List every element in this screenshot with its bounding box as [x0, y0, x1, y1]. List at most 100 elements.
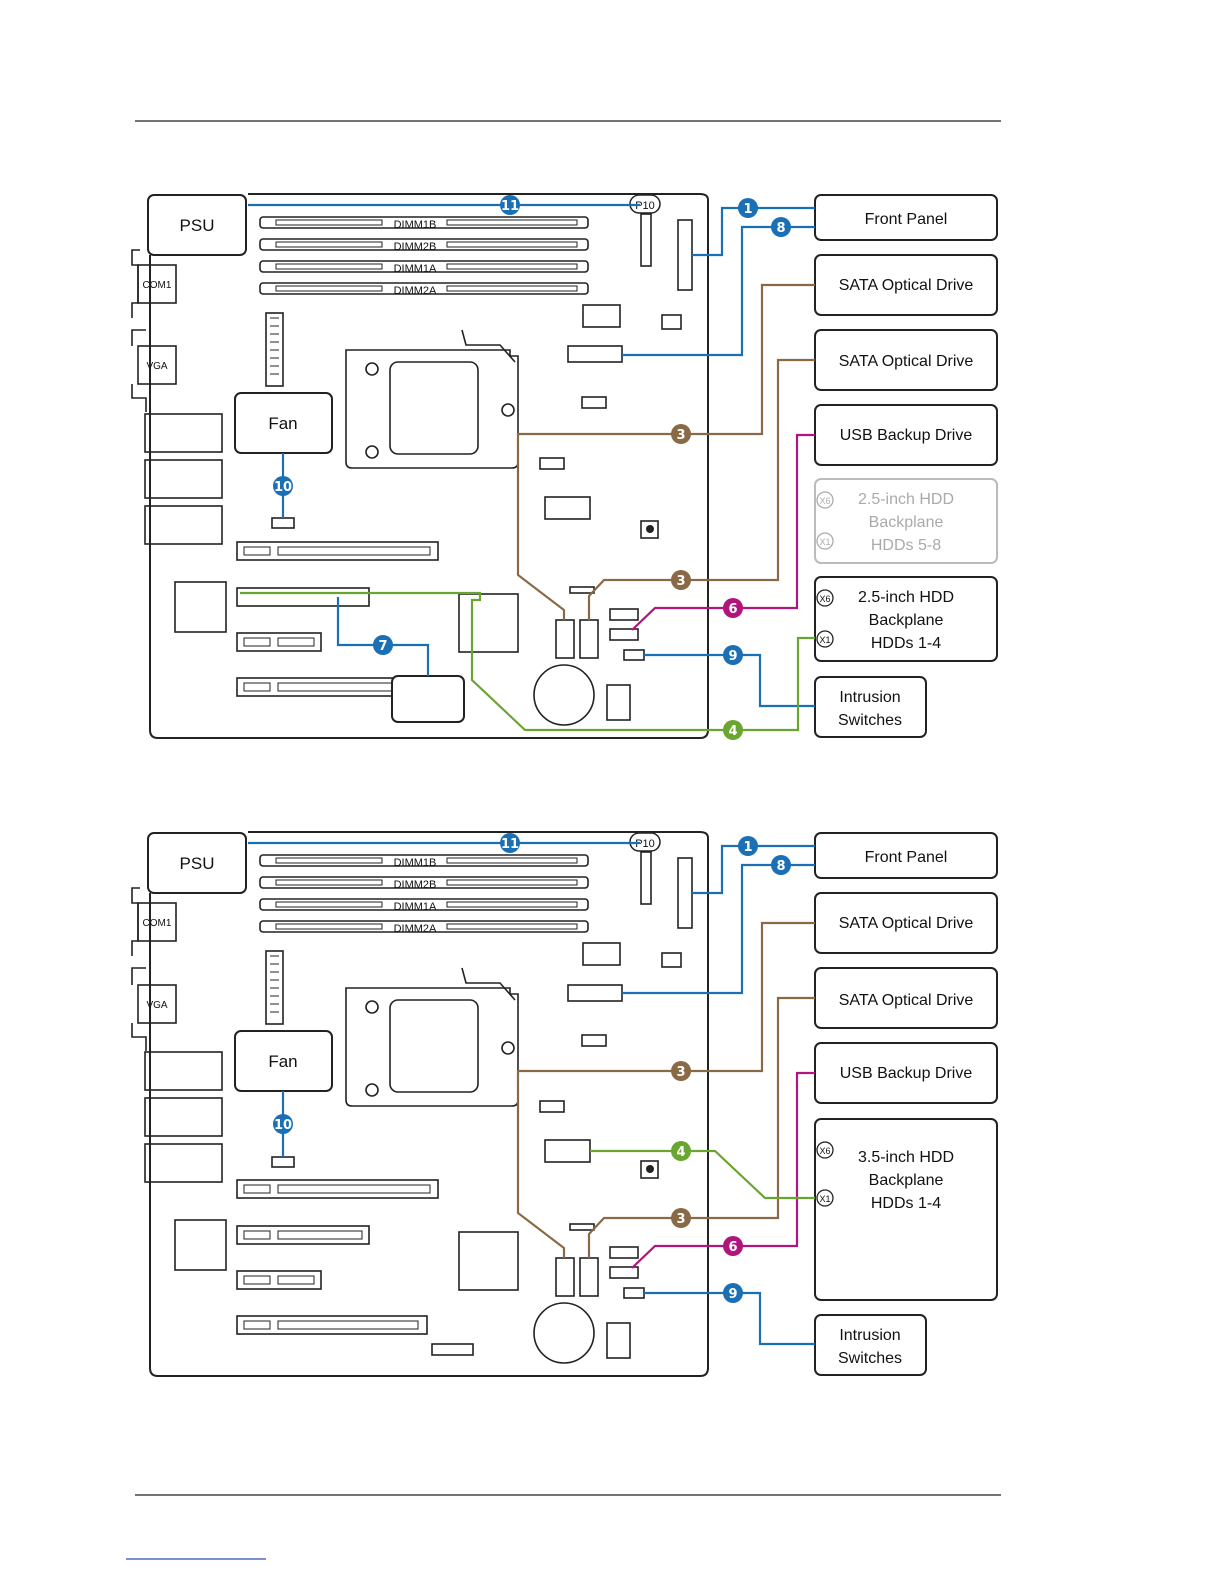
- svg-text:4: 4: [728, 724, 737, 739]
- sata-port: [555, 1257, 575, 1297]
- usb-header: [567, 345, 623, 363]
- cable-4: [240, 591, 815, 732]
- x1-label: X1: [819, 537, 830, 547]
- svg-text:9: 9: [728, 1287, 737, 1302]
- x1-connector-icon: [816, 630, 834, 648]
- vga-port: [137, 984, 177, 1024]
- svg-text:3: 3: [676, 1065, 685, 1080]
- front-panel-box: [814, 832, 998, 879]
- sata-port: [579, 619, 599, 659]
- dimm-label: DIMM1B: [394, 857, 437, 869]
- svg-text:7: 7: [378, 639, 387, 654]
- svg-text:11: 11: [501, 199, 519, 214]
- callout-3: 3: [671, 424, 691, 444]
- p10-label: P10: [635, 200, 655, 212]
- svg-text:8: 8: [776, 859, 785, 874]
- intrusion-line: Intrusion: [839, 689, 900, 706]
- usb-port-stack: [144, 413, 223, 453]
- cpu-socket: [345, 987, 519, 1107]
- pcie-slot: [236, 1315, 428, 1335]
- usb-header: [567, 984, 623, 1002]
- dimm-label: DIMM2A: [394, 923, 437, 935]
- callout-3: 3: [671, 1061, 691, 1081]
- p10-header: [640, 213, 652, 267]
- dimm-label: DIMM2A: [394, 285, 437, 297]
- x6-connector-icon: [816, 589, 834, 607]
- lan-port: [144, 505, 223, 545]
- pcie-slot: [236, 541, 439, 561]
- svg-text:4: 4: [676, 1145, 685, 1160]
- svg-text:3: 3: [676, 428, 685, 443]
- svg-text:3: 3: [676, 574, 685, 589]
- psu-box: [147, 194, 247, 256]
- x6-connector-icon: [816, 491, 834, 509]
- sata-optical-drive-label: SATA Optical Drive: [839, 915, 974, 932]
- p10-label: P10: [635, 838, 655, 850]
- lan-port: [144, 459, 223, 499]
- motherboard-outline: [149, 193, 709, 739]
- svg-text:10: 10: [274, 1118, 292, 1133]
- aux-power-connector: [582, 304, 621, 328]
- cpu-socket: [345, 349, 519, 469]
- x6-label: X6: [819, 496, 830, 506]
- pcie-slot: [236, 1270, 322, 1290]
- psu-label: PSU: [180, 854, 215, 873]
- callout-8: 8: [771, 855, 791, 875]
- dimm-label: DIMM1A: [394, 901, 437, 913]
- backplane14-line: HDDs 1-4: [871, 1195, 941, 1212]
- front-panel-header: [677, 857, 693, 929]
- backplane58-line: Backplane: [869, 514, 944, 531]
- vga-label: VGA: [146, 361, 167, 372]
- dimm-label: DIMM2B: [394, 879, 437, 891]
- cable-4: [590, 1149, 815, 1200]
- intrusion-header: [623, 649, 645, 661]
- callout-6: 6: [723, 598, 743, 618]
- sata-optical-drive-label: SATA Optical Drive: [839, 353, 974, 370]
- backplane58-line: 2.5-inch HDD: [858, 491, 954, 508]
- atx-power-connector: [265, 312, 284, 387]
- callout-1: 1: [738, 836, 758, 856]
- cable-1: [692, 206, 815, 257]
- x6-label: X6: [819, 1146, 830, 1156]
- pcie-slot: [236, 587, 370, 607]
- com1-label: COM1: [143, 918, 172, 929]
- dimm-slots: DIMM1B DIMM2B DIMM1A DIMM2A: [259, 854, 589, 935]
- svg-text:10: 10: [274, 480, 292, 495]
- x1-label: X1: [819, 1194, 830, 1204]
- x1-connector-icon: [816, 1189, 834, 1207]
- callout-11: 11: [500, 195, 520, 215]
- x1-label: X1: [819, 635, 830, 645]
- callout-1: 1: [738, 198, 758, 218]
- com1-port: [137, 902, 177, 942]
- diagram-2-5-inch: PSU DIMM1B DIMM2B DIMM1A DIMM2A P10: [131, 193, 998, 740]
- sata-optical-drive-label: SATA Optical Drive: [839, 277, 974, 294]
- callout-4: 4: [723, 720, 743, 740]
- callout-9: 9: [723, 1283, 743, 1303]
- usb-internal-port: [544, 496, 591, 520]
- usb-backup-drive-label: USB Backup Drive: [840, 1065, 973, 1082]
- dimm-label: DIMM2B: [394, 241, 437, 253]
- backplane14-line: Backplane: [869, 1172, 944, 1189]
- cable-3: [516, 921, 815, 1258]
- fan-header: [271, 517, 295, 529]
- aux-power-connector: [582, 942, 621, 966]
- intrusion-header: [623, 1287, 645, 1299]
- lan-port: [144, 1097, 223, 1137]
- dimm-label: DIMM1B: [394, 219, 437, 231]
- cmos-battery: [533, 1302, 595, 1364]
- backplane14-line: HDDs 1-4: [871, 635, 941, 652]
- psu-label: PSU: [180, 216, 215, 235]
- psu-box: [147, 832, 247, 894]
- fan-header: [271, 1156, 295, 1168]
- hdd-backplane-1-4-box: [814, 576, 998, 662]
- svg-text:1: 1: [743, 840, 752, 855]
- cable-6: [631, 1071, 815, 1269]
- svg-text:6: 6: [728, 1240, 737, 1255]
- hdd-backplane-5-8-box: [814, 478, 998, 564]
- front-panel-label: Front Panel: [865, 211, 948, 228]
- callout-6: 6: [723, 1236, 743, 1256]
- dimm-label: DIMM1A: [394, 263, 437, 275]
- callout-8: 8: [771, 217, 791, 237]
- pcie-slot: [236, 1225, 370, 1245]
